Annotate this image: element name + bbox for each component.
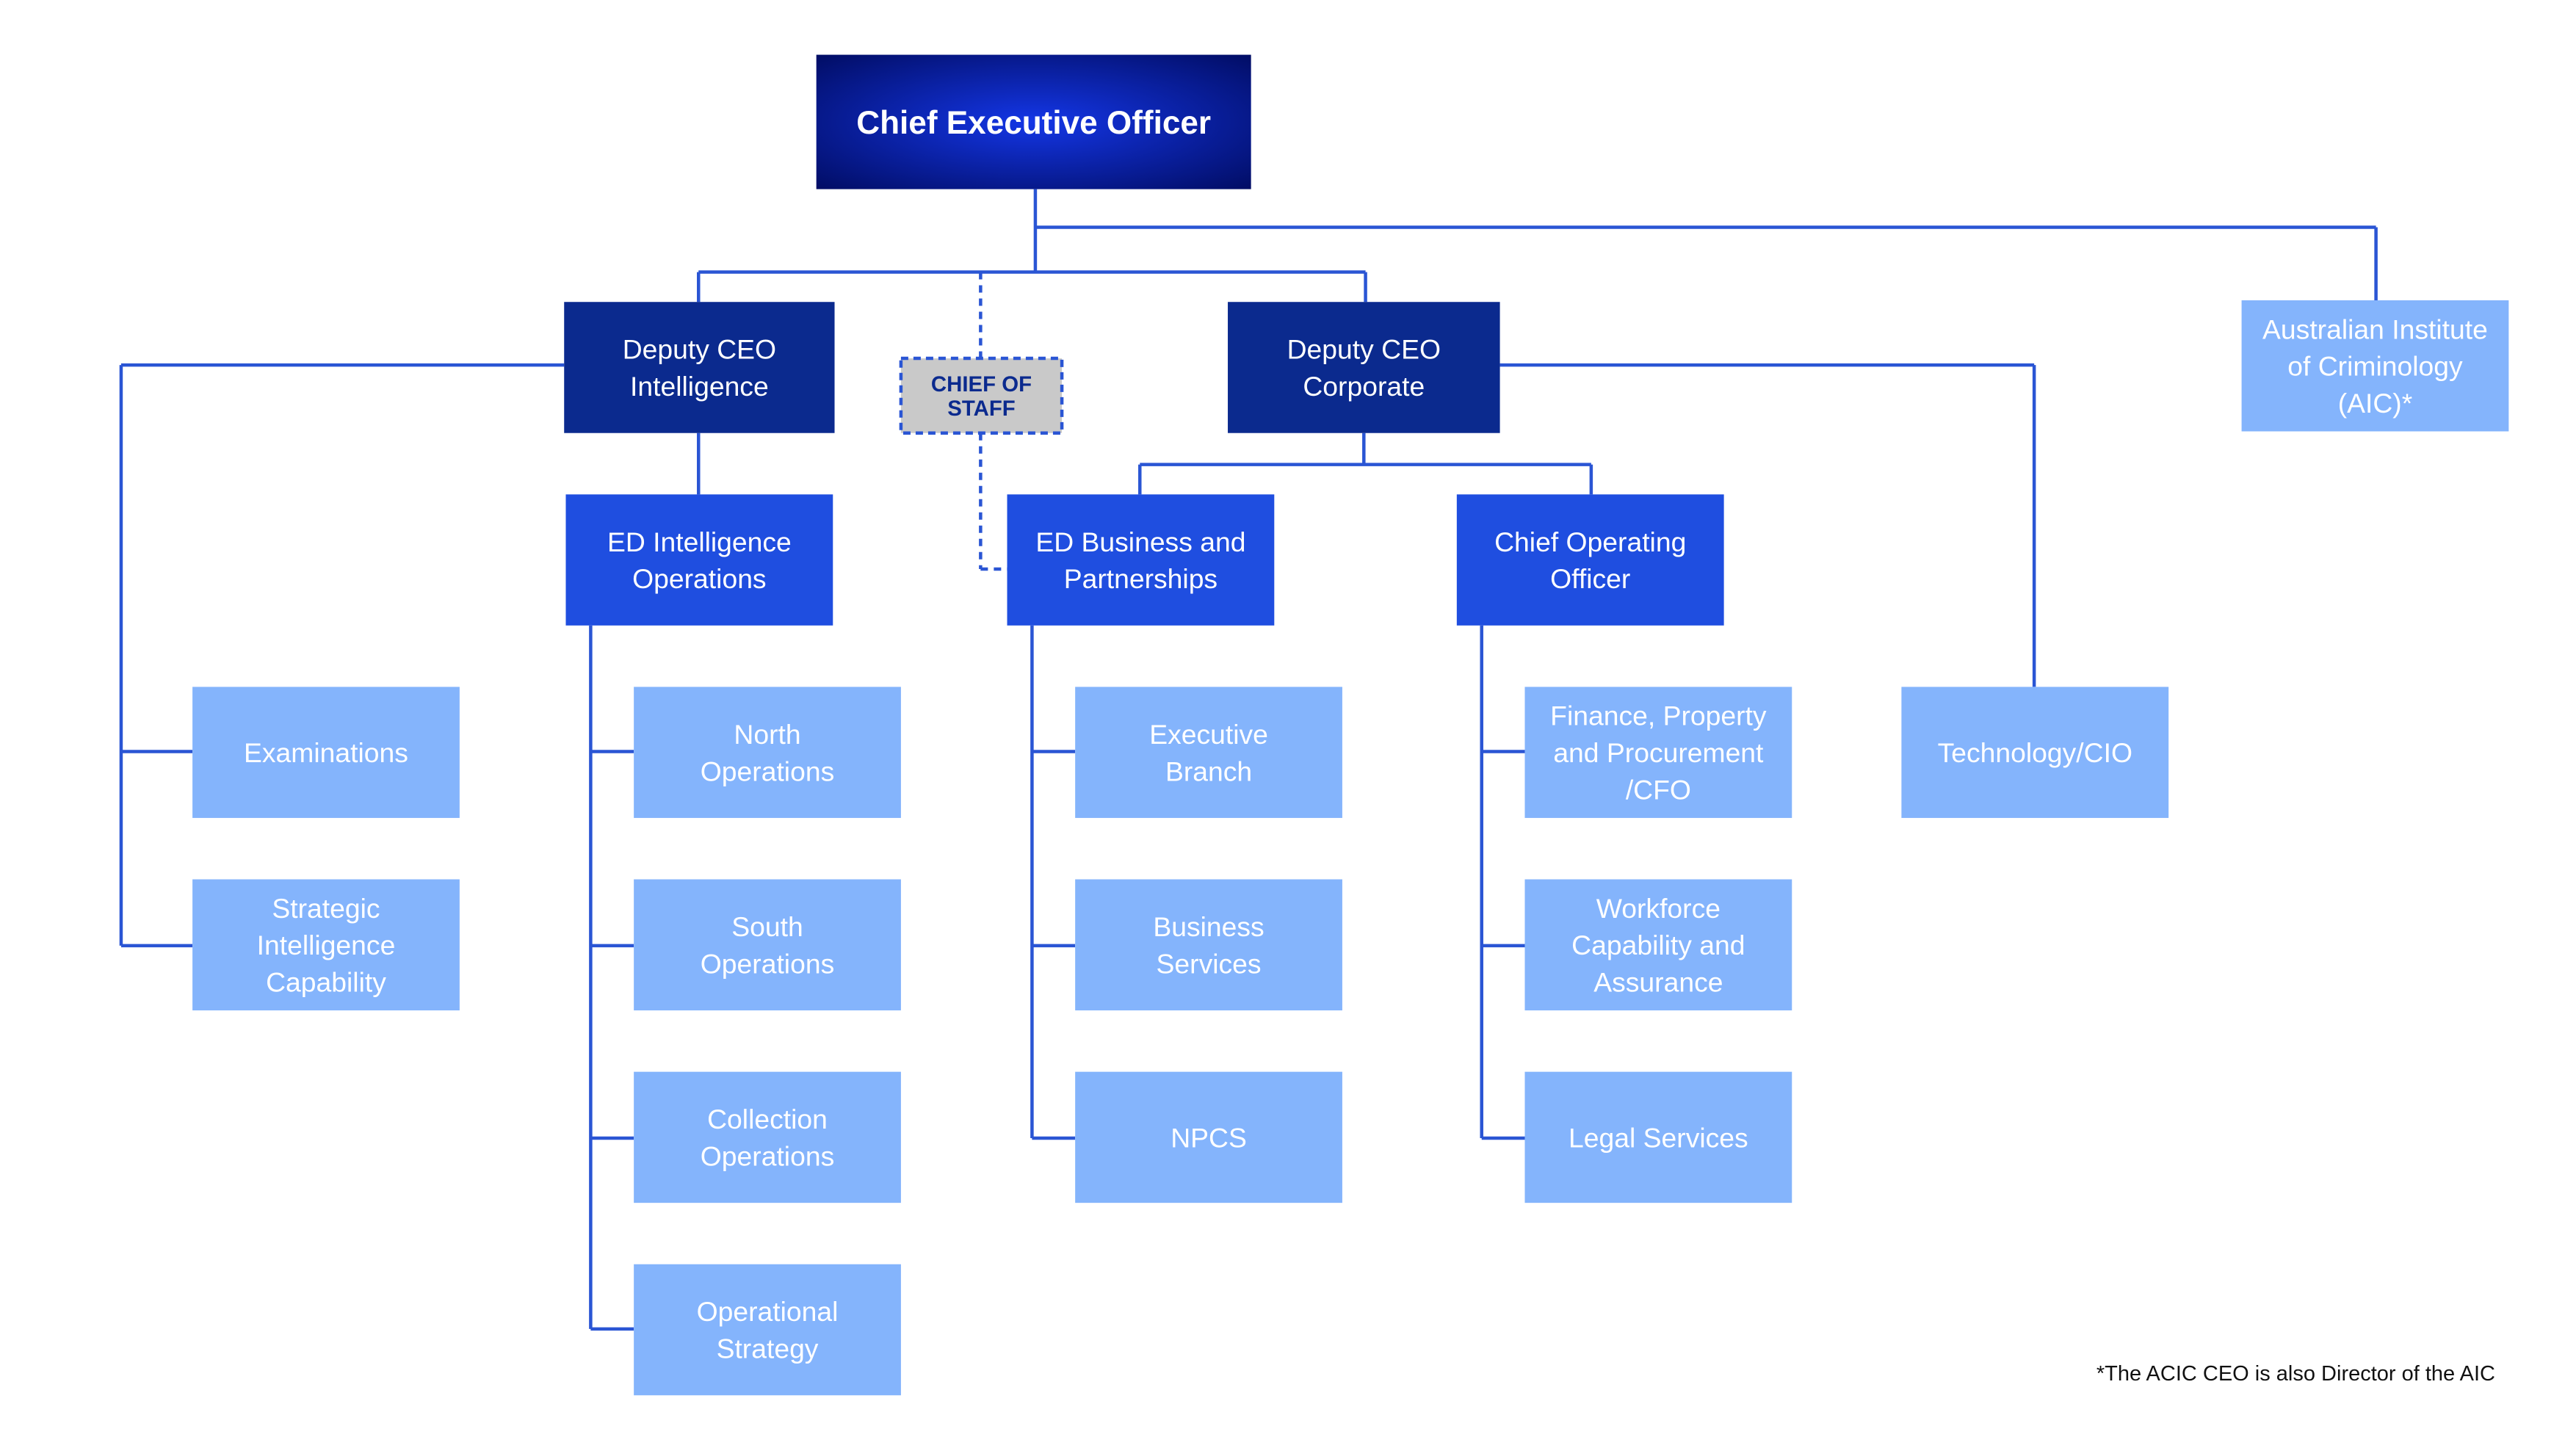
node-label-line: North	[734, 719, 800, 750]
footnote: *The ACIC CEO is also Director of the AI…	[2096, 1362, 2495, 1386]
node-label-line: ED Intelligence	[607, 526, 792, 557]
node-label-line: Officer	[1550, 563, 1630, 594]
node-box	[1524, 1071, 1792, 1203]
node-label-line: Intelligence	[630, 371, 769, 402]
node-box	[634, 1071, 901, 1203]
node-box	[2241, 300, 2509, 432]
node-box	[1075, 1071, 1342, 1203]
node-label-line: Capability	[266, 967, 386, 998]
node-label-line: Operational	[697, 1296, 839, 1327]
node-label-line: Deputy CEO	[1287, 334, 1441, 365]
node-label-line: Intelligence	[257, 930, 396, 960]
node-label-line: CHIEF OF	[931, 372, 1032, 397]
node-technology: Technology/CIO	[1901, 687, 2169, 818]
node-box	[634, 1264, 901, 1396]
node-label-line: Assurance	[1593, 967, 1723, 998]
node-label-line: Australian Institute	[2262, 314, 2488, 344]
node-label-line: Operations	[701, 756, 834, 786]
node-label-line: Technology/CIO	[1938, 737, 2132, 768]
node-label-line: Branch	[1165, 756, 1252, 786]
node-label-line: (AIC)*	[2338, 388, 2413, 419]
node-box	[1075, 879, 1342, 1011]
node-label-line: Chief Executive Officer	[856, 105, 1211, 141]
node-label-line: and Procurement	[1553, 737, 1764, 768]
node-box	[1524, 879, 1792, 1011]
node-label-line: Workforce	[1596, 893, 1721, 924]
node-box	[1524, 687, 1792, 818]
node-label-line: Deputy CEO	[623, 334, 776, 365]
node-label-line: Operations	[701, 1141, 834, 1172]
node-box	[192, 879, 460, 1011]
node-legal: Legal Services	[1524, 1071, 1792, 1203]
node-box	[1007, 494, 1275, 626]
node-label-line: STAFF	[947, 397, 1016, 421]
node-label-line: Executive	[1149, 719, 1268, 750]
node-label-line: Legal Services	[1569, 1122, 1748, 1153]
node-label-line: Operations	[701, 948, 834, 979]
node-box	[564, 302, 835, 433]
node-box	[565, 494, 833, 626]
node-label-line: Services	[1157, 948, 1262, 979]
node-examinations: Examinations	[192, 687, 460, 818]
node-label-line: Partnerships	[1064, 563, 1218, 594]
node-label-line: Collection	[707, 1104, 828, 1134]
node-box	[899, 356, 1064, 435]
node-ceo: Chief Executive Officer	[816, 54, 1251, 189]
node-box	[1075, 687, 1342, 818]
node-label-line: Business	[1153, 911, 1264, 942]
node-box	[1228, 302, 1500, 433]
node-box	[1901, 687, 2169, 818]
node-box	[634, 687, 901, 818]
node-label-line: Strategy	[717, 1333, 819, 1364]
node-finance: Finance, Property and Procurement/CFO	[1524, 687, 1792, 818]
node-label-line: Capability and	[1571, 930, 1745, 960]
node-label-line: Finance, Property	[1550, 701, 1767, 731]
node-npcs: NPCS	[1075, 1071, 1342, 1203]
node-box	[192, 687, 460, 818]
node-label-line: Strategic	[272, 893, 380, 924]
connector-lines	[119, 189, 2378, 1331]
node-deputy-intel: Deputy CEO Intelligence	[564, 302, 835, 433]
node-label-line: Chief Operating	[1494, 526, 1686, 557]
node-label-line: /CFO	[1626, 774, 1691, 805]
node-label-line: ED Business and	[1035, 526, 1245, 557]
node-label-line: Operations	[632, 563, 766, 594]
node-label-line: South	[731, 911, 803, 942]
node-label-line: of Criminology	[2287, 351, 2463, 382]
node-box	[816, 54, 1251, 189]
node-label-line: Examinations	[244, 737, 408, 768]
node-box	[634, 879, 901, 1011]
node-label-line: Corporate	[1303, 371, 1425, 402]
node-label-line: NPCS	[1171, 1122, 1247, 1153]
node-aic: Australian Institute of Criminology (AIC)*	[2241, 300, 2509, 432]
node-box	[1456, 494, 1724, 626]
node-deputy-corp: Deputy CEO Corporate	[1228, 302, 1500, 433]
